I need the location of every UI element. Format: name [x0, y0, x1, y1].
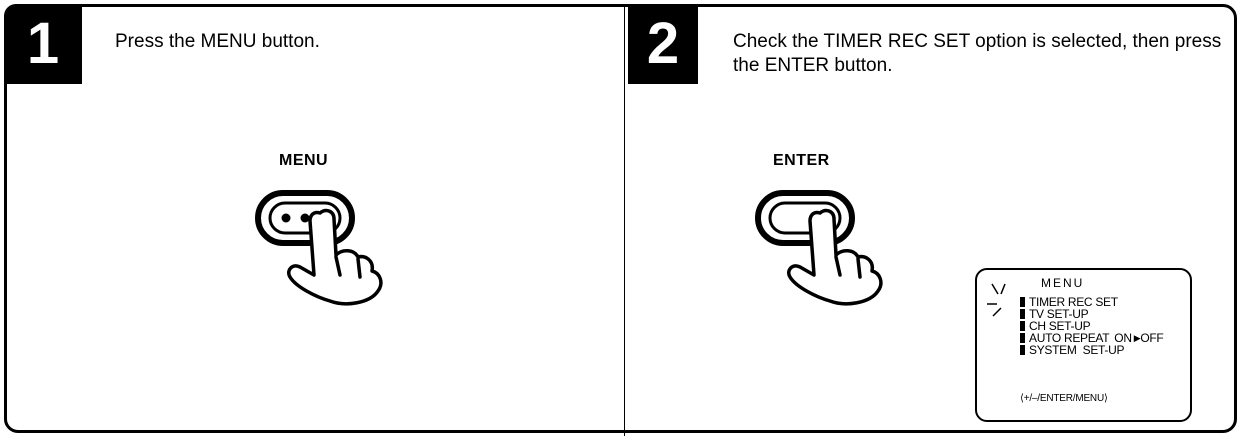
- on-screen-menu-display: MENU TIMER REC SET TV SET-UP CH SET-UP A…: [975, 268, 1192, 422]
- step-2-number: 2: [628, 4, 698, 84]
- pointing-hand-icon: [289, 211, 381, 304]
- menu-button-label: MENU: [279, 152, 328, 170]
- selection-blink-icon: [983, 278, 1023, 326]
- step-1-instruction: Press the MENU button.: [115, 30, 320, 54]
- enter-button-press-illustration: [750, 175, 890, 315]
- enter-button-icon: [758, 193, 852, 243]
- menu-button-press-illustration: [250, 175, 390, 315]
- auto-repeat-off: OFF: [1140, 332, 1163, 344]
- arrow-right-icon: ▶: [1134, 332, 1141, 344]
- step-2-instruction: Check the TIMER REC SET option is select…: [733, 30, 1233, 78]
- osd-item-system-set-up: SYSTEM SET-UP: [1020, 344, 1124, 356]
- enter-button-label: ENTER: [773, 152, 830, 170]
- marker-icon: [1020, 333, 1025, 343]
- marker-icon: [1020, 309, 1025, 319]
- pointing-hand-icon: [789, 211, 881, 304]
- marker-icon: [1020, 345, 1025, 355]
- marker-icon: [1020, 321, 1025, 331]
- step-1-number: 1: [4, 4, 82, 84]
- osd-menu-title: MENU: [1041, 276, 1084, 290]
- step-divider: [624, 4, 625, 436]
- selected-marker-icon: [1020, 297, 1025, 307]
- osd-navigation-hint: ⟨+/–/ENTER/MENU⟩: [1020, 393, 1108, 404]
